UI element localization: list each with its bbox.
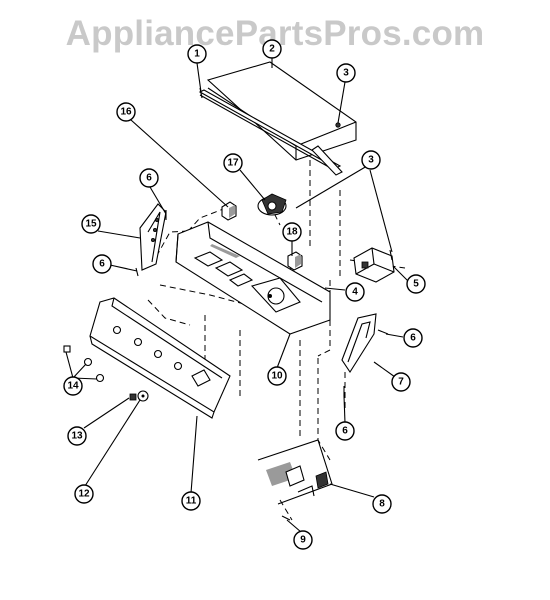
part-5-timer <box>353 247 395 283</box>
callout-8: 8 <box>372 494 392 514</box>
callout-4: 4 <box>345 282 365 302</box>
svg-text:15: 15 <box>85 219 97 230</box>
part-13-clip <box>129 393 137 401</box>
callout-11: 11 <box>181 491 201 511</box>
callout-7: 7 <box>391 372 411 392</box>
callout-14: 14 <box>63 376 83 396</box>
svg-text:6: 6 <box>410 333 416 344</box>
part-10-control-panel <box>175 221 331 335</box>
part-7-right-endcap <box>341 313 377 374</box>
svg-text:11: 11 <box>186 496 197 507</box>
part-12-knob <box>137 390 149 402</box>
part-1-strip <box>198 89 343 176</box>
svg-text:14: 14 <box>67 381 79 392</box>
callout-13: 13 <box>67 426 87 446</box>
part-11-front-console <box>89 297 231 419</box>
callout-16: 16 <box>116 102 136 122</box>
svg-text:16: 16 <box>120 107 132 118</box>
svg-text:1: 1 <box>194 49 200 60</box>
callout-3-top: 3 <box>336 63 356 83</box>
callout-1: 1 <box>187 44 207 64</box>
part-14-buttons <box>63 345 105 383</box>
svg-text:8: 8 <box>379 499 385 510</box>
svg-text:7: 7 <box>398 377 404 388</box>
leader-lines <box>65 58 410 533</box>
callout-9: 9 <box>293 530 313 550</box>
svg-text:9: 9 <box>300 535 306 546</box>
svg-text:3: 3 <box>368 155 374 166</box>
svg-text:18: 18 <box>286 227 298 238</box>
callout-17: 17 <box>223 153 243 173</box>
svg-text:13: 13 <box>71 431 83 442</box>
callout-3-right: 3 <box>361 150 381 170</box>
callout-15: 15 <box>81 214 101 234</box>
svg-text:5: 5 <box>413 279 419 290</box>
part-15-left-endcap <box>139 203 167 271</box>
part-17-switch <box>257 193 287 216</box>
part-18-plug <box>287 251 303 271</box>
callout-6-b: 6 <box>92 254 112 274</box>
svg-text:12: 12 <box>78 489 90 500</box>
svg-text:6: 6 <box>99 259 105 270</box>
svg-text:10: 10 <box>271 371 283 382</box>
svg-text:3: 3 <box>343 68 349 79</box>
callout-2: 2 <box>262 39 282 59</box>
callout-5: 5 <box>406 274 426 294</box>
part-2-top-cover <box>206 61 357 161</box>
callout-6-c: 6 <box>403 328 423 348</box>
callout-12: 12 <box>74 484 94 504</box>
svg-text:6: 6 <box>146 173 152 184</box>
callout-6-a: 6 <box>139 168 159 188</box>
part-8-bracket <box>257 439 333 505</box>
screws <box>135 87 393 521</box>
callout-18: 18 <box>282 222 302 242</box>
callout-6-d: 6 <box>335 421 355 441</box>
svg-text:4: 4 <box>352 287 358 298</box>
svg-text:6: 6 <box>342 426 348 437</box>
svg-text:17: 17 <box>227 158 239 169</box>
svg-text:2: 2 <box>269 44 275 55</box>
callout-10: 10 <box>267 366 287 386</box>
part-16-knob <box>221 201 237 221</box>
